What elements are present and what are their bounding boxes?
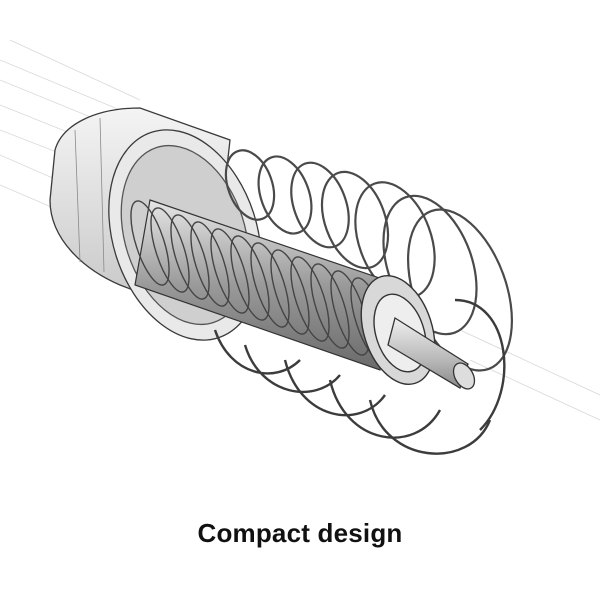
coil-motor-sketch-icon bbox=[0, 39, 600, 455]
sketch-lines bbox=[0, 39, 600, 421]
caption: Compact design bbox=[197, 518, 403, 548]
winding-loops-front bbox=[213, 298, 506, 455]
shaft bbox=[387, 316, 476, 390]
